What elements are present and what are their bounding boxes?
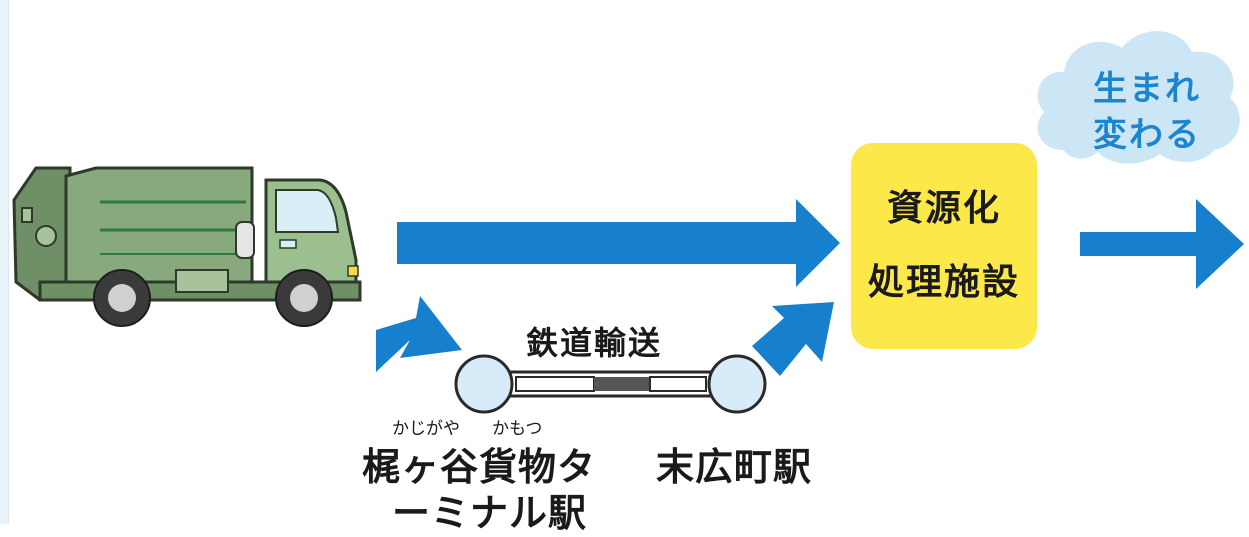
arrow-to-facility — [752, 302, 834, 376]
arrow-to-origin-station — [376, 296, 462, 372]
reborn-text: 生まれ 変わる — [1062, 66, 1232, 158]
output-arrow — [1080, 199, 1244, 289]
origin-station-name-line2: ーミナル駅 — [392, 491, 588, 535]
reborn-text-line1: 生まれ — [1093, 69, 1201, 109]
facility-label-line1: 資源化 — [886, 188, 1001, 229]
facility-label-line2: 処理施設 — [867, 262, 1020, 303]
left-border-strip — [0, 0, 9, 524]
main-flow-arrow — [397, 199, 840, 287]
recycling-facility-box: 資源化 処理施設 — [851, 143, 1037, 349]
rail-transport-label: 鉄道輸送 — [526, 324, 663, 362]
garbage-truck-icon — [12, 166, 362, 327]
flow-diagram — [12, 31, 1244, 414]
origin-station-ruby-2: かもつ — [492, 419, 543, 439]
origin-station-name-line1: 梶ヶ谷貨物タ — [362, 445, 597, 489]
destination-station-name: 末広町駅 — [656, 445, 813, 489]
origin-station-marker — [454, 354, 514, 414]
cloud-icon — [1037, 31, 1240, 164]
destination-station-marker — [707, 354, 767, 414]
rail-line-icon — [454, 354, 767, 414]
reborn-text-line2: 変わる — [1093, 115, 1201, 155]
origin-station-ruby-1: かじがや — [392, 419, 460, 439]
